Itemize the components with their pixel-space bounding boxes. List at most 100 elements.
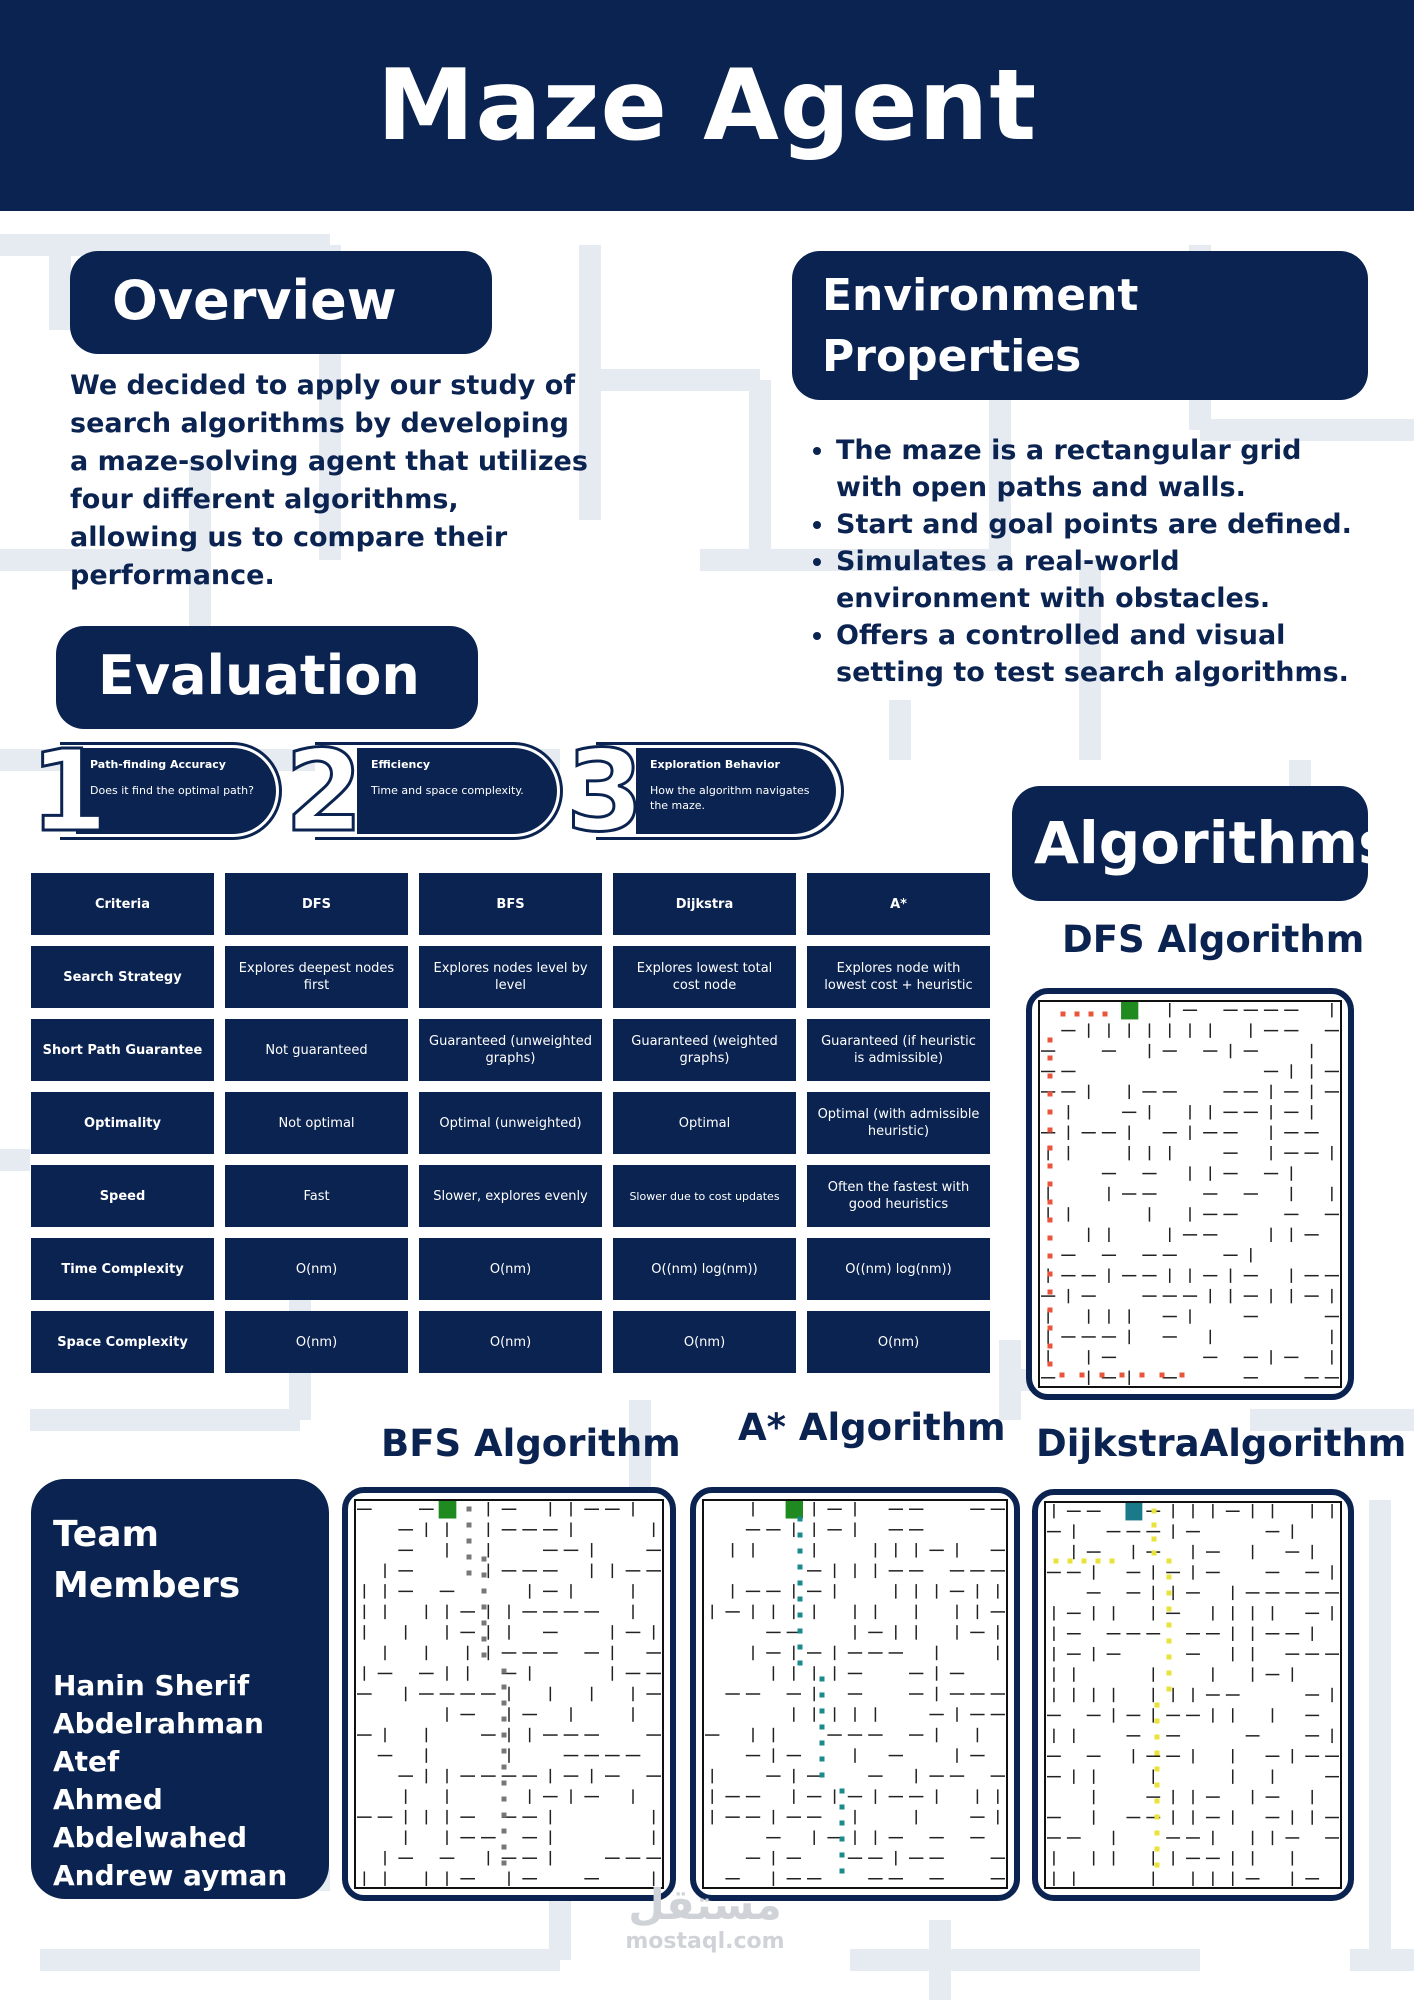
maze-path-dot — [481, 1620, 487, 1626]
team-member: Ahmed Abdelwahed — [53, 1783, 248, 1854]
maze-path-dot — [501, 1748, 507, 1754]
bfs-maze — [354, 1499, 664, 1889]
maze-path-dot — [1139, 1372, 1145, 1378]
table-cell: O((nm) log(nm)) — [807, 1238, 990, 1300]
algorithms-heading-pill: Algorithms — [1012, 786, 1393, 901]
maze-path-dot — [1151, 1536, 1157, 1542]
maze-path-dot — [1166, 1590, 1172, 1596]
table-cell: Guaranteed (unweighted graphs) — [419, 1019, 602, 1081]
maze-path-dot — [1179, 1372, 1185, 1378]
maze-path-dot — [1095, 1558, 1101, 1564]
maze-path-dot — [466, 1570, 472, 1576]
table-cell: Explores deepest nodes first — [225, 946, 408, 1008]
environment-bullet-list: The maze is a rectangular grid with open… — [808, 432, 1356, 691]
maze-border — [702, 1499, 1008, 1889]
maze-path-dot — [1154, 1750, 1160, 1756]
table-cell: Explores nodes level by level — [419, 946, 602, 1008]
maze-path-dot — [1047, 1091, 1053, 1097]
maze-path-dot — [1047, 1109, 1053, 1115]
poster-header: Maze Agent — [0, 0, 1414, 211]
table-cell: Slower due to cost updates — [613, 1165, 796, 1227]
evaluation-item-2: Efficiency Time and space complexity. 2 — [284, 735, 563, 850]
maze-path-dot — [1074, 1011, 1080, 1017]
team-member: Abdelrahman Atef — [53, 1707, 264, 1778]
maze-path-dot — [839, 1836, 845, 1842]
environment-bullet: Simulates a real-world environment with … — [836, 543, 1356, 617]
table-header-cell: Dijkstra — [613, 873, 796, 935]
evaluation-title: Path-finding Accuracy — [90, 758, 226, 771]
maze-path-dot — [797, 1516, 803, 1522]
table-header-cell: DFS — [225, 873, 408, 935]
maze-start-cell — [1121, 1002, 1139, 1020]
maze-path-dot — [819, 1676, 825, 1682]
table-cell: O(nm) — [225, 1311, 408, 1373]
evaluation-number: 1 — [29, 727, 110, 857]
maze-border — [1038, 1000, 1342, 1388]
maze-path-dot — [839, 1788, 845, 1794]
maze-path-dot — [501, 1716, 507, 1722]
evaluation-item-3: Exploration Behavior How the algorithm n… — [565, 735, 844, 850]
maze-path-dot — [1154, 1782, 1160, 1788]
maze-path-dot — [501, 1812, 507, 1818]
maze-path-dot — [1088, 1011, 1094, 1017]
maze-path-dot — [1047, 1163, 1053, 1169]
maze-path-dot — [481, 1604, 487, 1610]
maze-path-dot — [819, 1772, 825, 1778]
maze-path-dot — [1166, 1574, 1172, 1580]
maze-path-dot — [1154, 1702, 1160, 1708]
maze-path-dot — [1047, 1361, 1053, 1367]
maze-path-dot — [1047, 1289, 1053, 1295]
maze-path-dot — [501, 1764, 507, 1770]
team-member-list: Hanin Sherif Abdelrahman Atef Ahmed Abde… — [53, 1667, 307, 1895]
maze-path-dot — [1053, 1558, 1059, 1564]
watermark-arabic: مستقل — [628, 1880, 782, 1929]
environment-heading-line2: Properties — [822, 331, 1082, 382]
maze-path-dot — [1081, 1558, 1087, 1564]
maze-path-dot — [1119, 1372, 1125, 1378]
maze-start-cell — [785, 1501, 803, 1519]
evaluation-title: Exploration Behavior — [650, 758, 780, 771]
team-members-card: Team Members Hanin Sherif Abdelrahman At… — [31, 1479, 329, 1899]
table-cell: Slower, explores evenly — [419, 1165, 602, 1227]
maze-path-dot — [1047, 1271, 1053, 1277]
table-cell: Explores lowest total cost node — [613, 946, 796, 1008]
dfs-maze-panel — [1026, 988, 1354, 1400]
maze-path-dot — [1047, 1055, 1053, 1061]
dfs-title: DFS Algorithm — [1062, 918, 1365, 961]
maze-path-dot — [797, 1660, 803, 1666]
table-cell: Not optimal — [225, 1092, 408, 1154]
maze-path-dot — [1047, 1127, 1053, 1133]
maze-path-dot — [501, 1844, 507, 1850]
overview-text: We decided to apply our study of search … — [70, 370, 588, 591]
maze-path-dot — [466, 1506, 472, 1512]
maze-path-dot — [1047, 1307, 1053, 1313]
maze-path-dot — [1154, 1798, 1160, 1804]
environment-heading-line1: Environment — [822, 270, 1139, 321]
maze-path-dot — [1047, 1217, 1053, 1223]
maze-path-dot — [501, 1828, 507, 1834]
environment-heading-pill: Environment Properties — [792, 251, 1368, 400]
table-cell: O(nm) — [225, 1238, 408, 1300]
maze-path-dot — [1047, 1253, 1053, 1259]
maze-path-dot — [481, 1556, 487, 1562]
maze-path-dot — [819, 1724, 825, 1730]
table-cell: Optimal (unweighted) — [419, 1092, 602, 1154]
evaluation-card: Exploration Behavior How the algorithm n… — [636, 748, 836, 834]
maze-path-dot — [1151, 1522, 1157, 1528]
table-row-label: Speed — [31, 1165, 214, 1227]
maze-path-dot — [1047, 1181, 1053, 1187]
maze-path-dot — [501, 1860, 507, 1866]
maze-path-dot — [1079, 1372, 1085, 1378]
table-cell: Often the fastest with good heuristics — [807, 1165, 990, 1227]
maze-path-dot — [1154, 1846, 1160, 1852]
maze-path-dot — [1154, 1734, 1160, 1740]
maze-path-dot — [1047, 1037, 1053, 1043]
maze-path-dot — [819, 1708, 825, 1714]
evaluation-desc: How the algorithm navigates the maze. — [650, 784, 810, 812]
watermark-logo: مستقل mostaql.com — [620, 1880, 790, 1954]
table-cell: Optimal (with admissible heuristic) — [807, 1092, 990, 1154]
maze-path-dot — [1166, 1670, 1172, 1676]
maze-path-dot — [1109, 1558, 1115, 1564]
table-cell: O(nm) — [613, 1311, 796, 1373]
maze-start-cell — [438, 1501, 457, 1519]
